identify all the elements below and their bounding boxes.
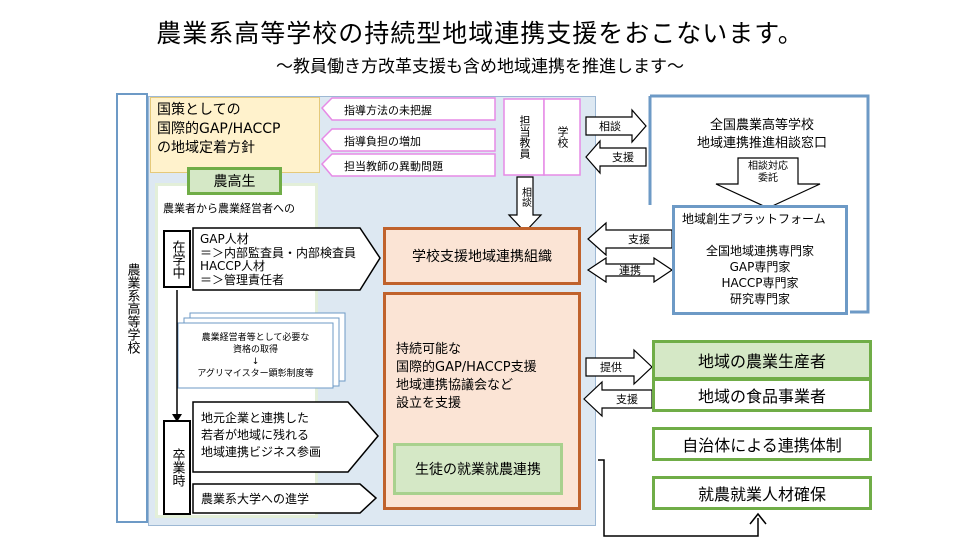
local-farmers-box: 地域の農業生産者 (652, 340, 872, 380)
career2-text: 農業系大学への進学 (201, 492, 310, 506)
agri-high-school-label: 農業系高等学校 (124, 262, 140, 354)
issue-2: 指導負担の増加 (344, 134, 421, 148)
bottom-connector (598, 459, 759, 537)
consult-label: 相談 (599, 120, 621, 133)
in-school-label: 在学中 (163, 230, 191, 288)
student-desc: 農業者から農業経営者への (163, 202, 295, 215)
platform-title: 地域創生プラットフォーム (682, 212, 826, 226)
student-header: 農高生 (187, 167, 282, 195)
school-label: 学校 (556, 126, 569, 148)
platform-box (672, 205, 848, 315)
graduation-label: 卒業時 (163, 420, 191, 515)
issue-3: 担当教師の異動問題 (344, 159, 443, 173)
support-left-arrow-top (585, 139, 647, 175)
page-title: 農業系高等学校の持続型地域連携支援をおこないます。 (156, 19, 804, 48)
issue-arrow-2 (320, 128, 496, 152)
gap-haccp-arrow (192, 227, 381, 291)
support-left-arrow-bottom (583, 380, 653, 418)
workforce-box: 就農就業人材確保 (652, 476, 872, 510)
support-label-bottom: 支援 (616, 393, 638, 406)
consult-right-arrow (585, 108, 647, 144)
provide-right-arrow (585, 348, 653, 386)
doc-page-front (177, 322, 334, 389)
support-label-top: 支援 (612, 151, 634, 164)
teacher-label: 担当教員 (518, 115, 531, 159)
national-title: 全国農業高等学校 地域連携推進相談窓口 (696, 118, 827, 151)
school-support-org: 学校支援地域連携組織 (383, 227, 581, 285)
student-items: GAP人材 ＝＞内部監査員・内部検査員 HACCP人材 ＝＞管理責任者 (200, 232, 357, 287)
consult-down-label: 相談 (519, 187, 531, 207)
local-food-business-box: 地域の食品事業者 (652, 378, 872, 412)
career1-arrow (192, 401, 379, 473)
delegate-down-arrow (715, 157, 821, 209)
consult-down-arrow (507, 176, 543, 233)
employment-box: 生徒の就業就農連携 (393, 443, 563, 495)
platform-members: 全国地域連携専門家 GAP専門家 HACCP専門家 研究専門家 (705, 244, 814, 306)
link-label: 連携 (619, 264, 641, 277)
policy-box: 国策としての 国際的GAP/HACCP の地域定着方針 (150, 97, 320, 173)
issue-arrow-3 (320, 153, 496, 177)
school-box-bg (543, 98, 581, 176)
career1-text: 地元企業と連携した 若者が地域に残れる 地域連携ビジネス参画 (201, 411, 322, 459)
national-frame (650, 94, 870, 314)
provide-label: 提供 (600, 361, 622, 374)
issue-arrow-1 (320, 97, 496, 121)
delegate-label: 相談対応 委託 (748, 161, 788, 184)
career2-arrow (192, 483, 378, 514)
doc-text: 農業経営者等として必要な 資格の取得 ↓ アグリマイスター顕彰制度等 (197, 333, 314, 379)
issue-1: 指導方法の未把握 (344, 103, 432, 117)
support-left-arrow-mid (587, 221, 673, 257)
bottom-arrowhead (749, 512, 767, 525)
teacher-box-bg (503, 98, 545, 176)
page-subtitle: 〜教員働き方改革支援も含め地域連携を推進します〜 (276, 57, 684, 77)
municipal-system-box: 自治体による連携体制 (652, 427, 872, 461)
timeline-arrowhead (172, 414, 182, 422)
support-label-mid: 支援 (628, 233, 650, 246)
agri-high-school-column: 農業系高等学校 (116, 93, 148, 523)
